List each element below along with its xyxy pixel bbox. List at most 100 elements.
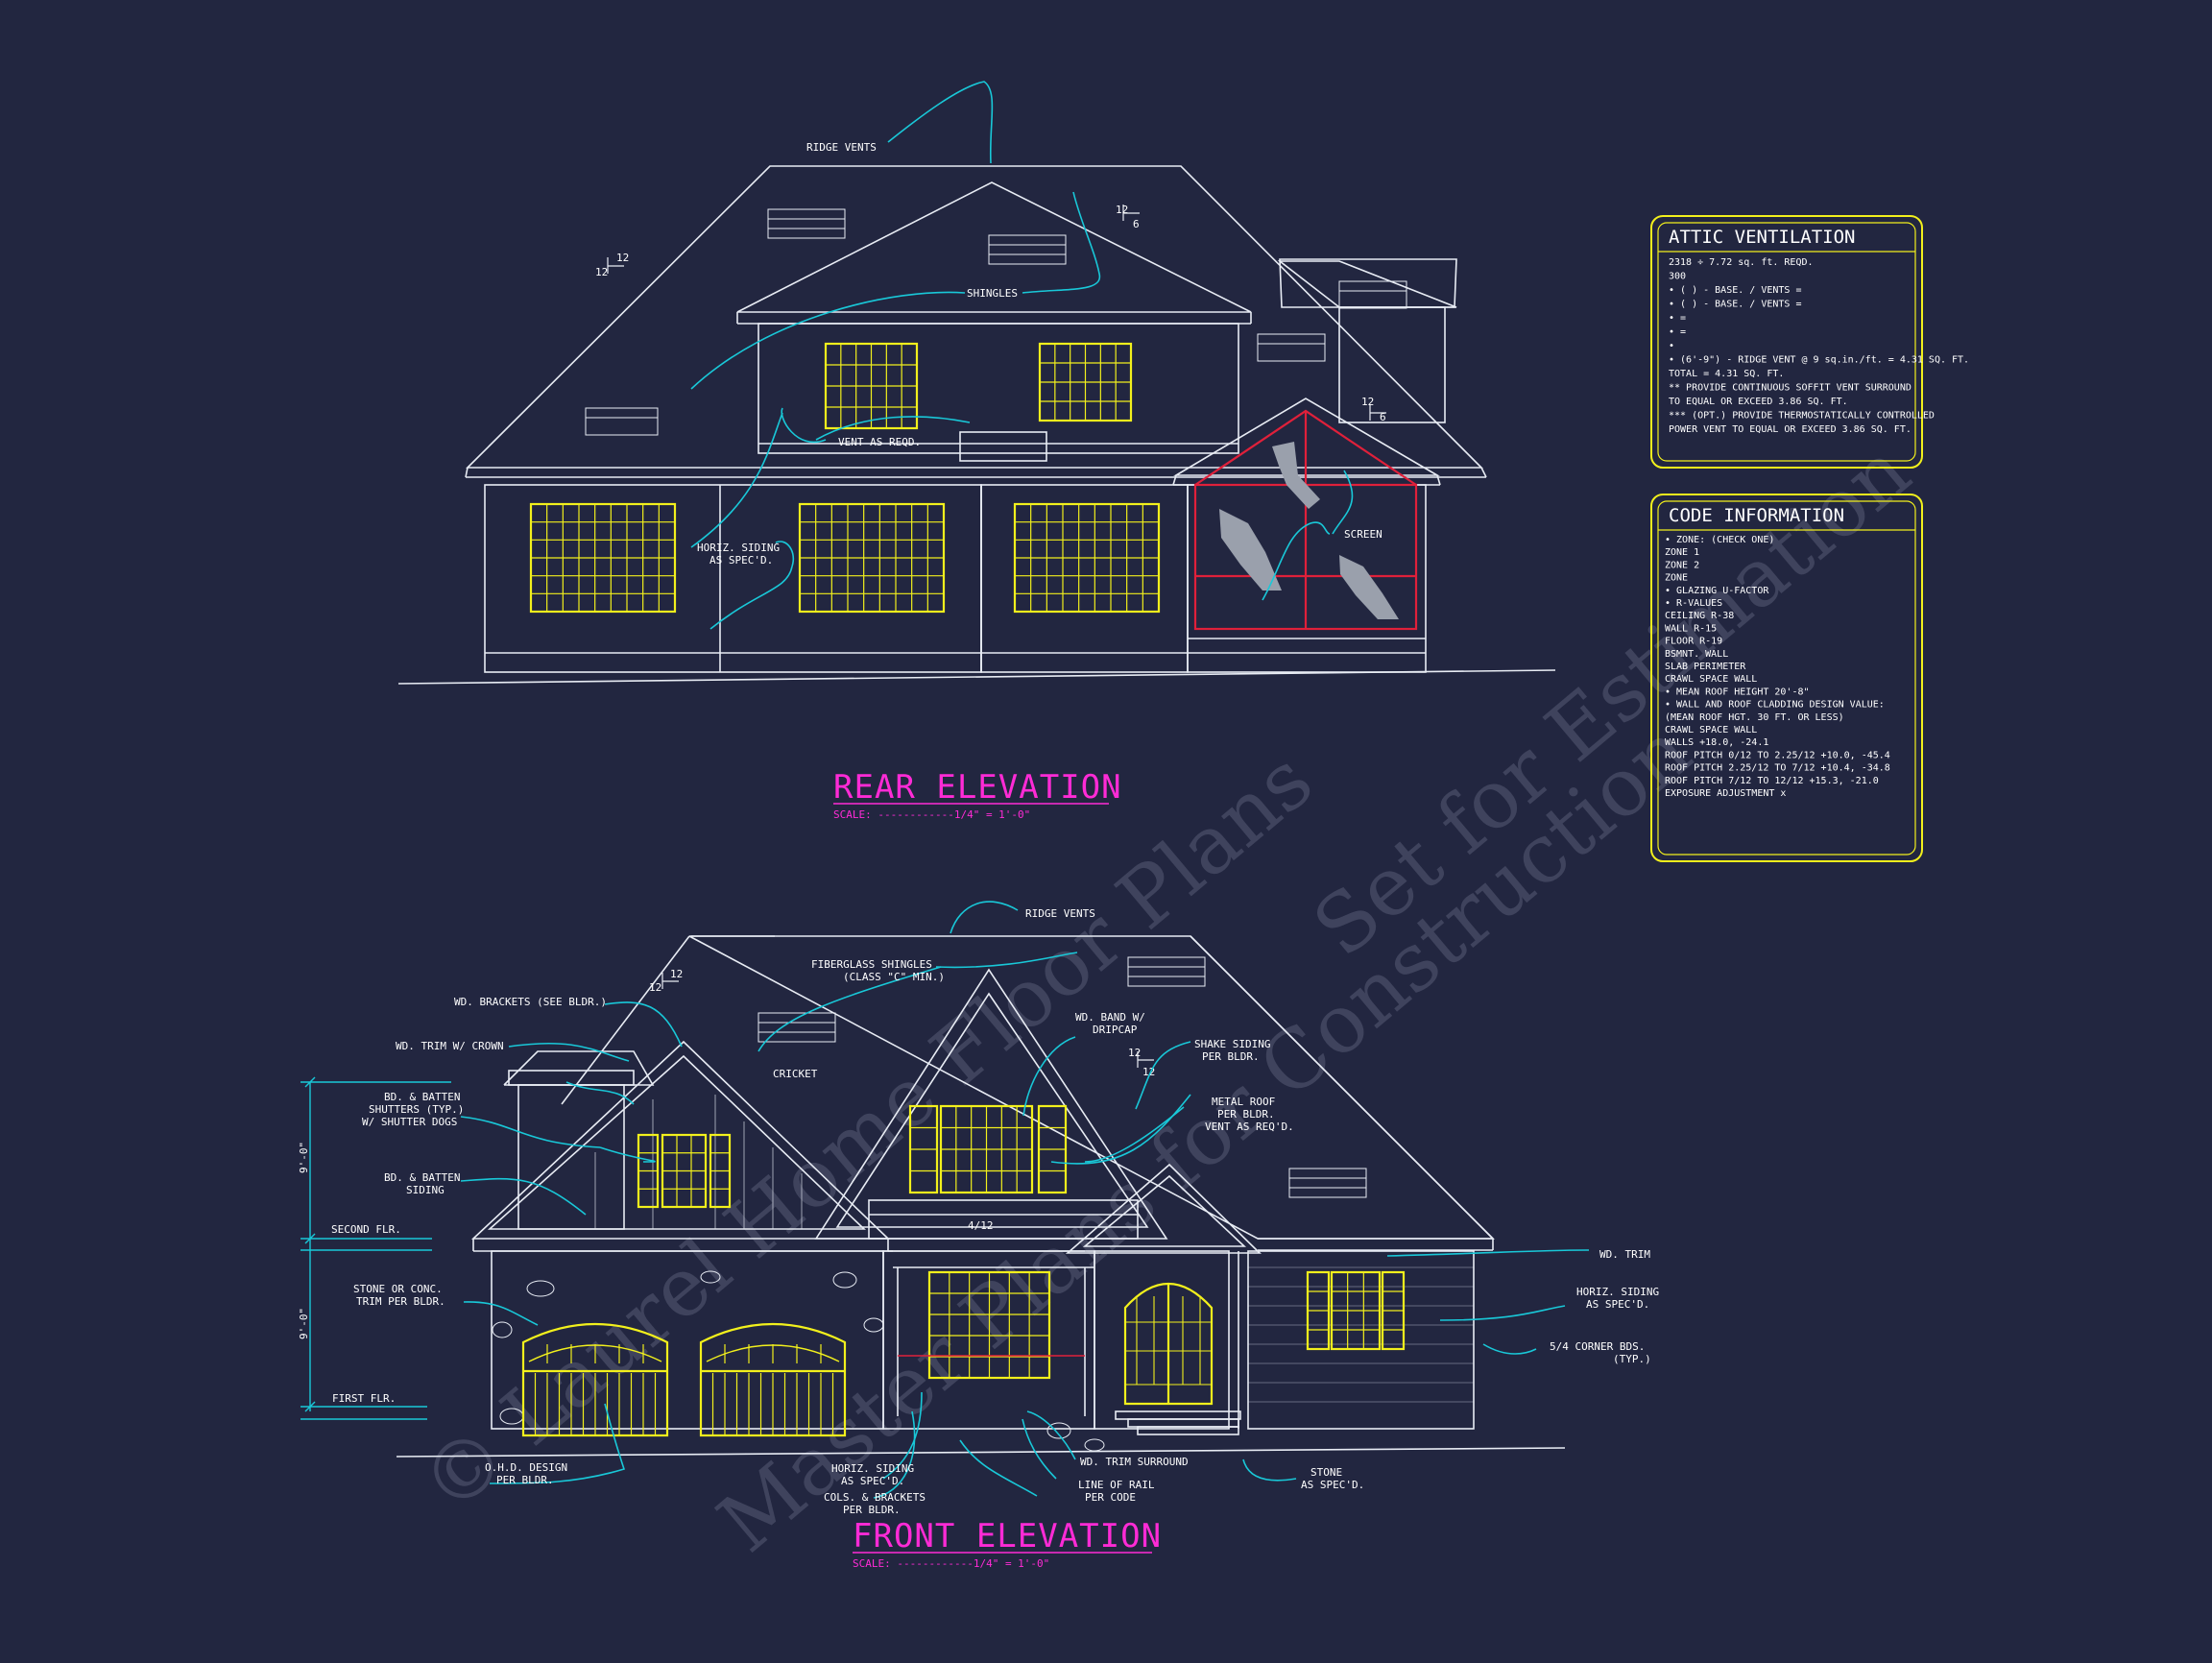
- front-grade-line: [396, 1447, 1566, 1458]
- front-porch-pitch: 4/12: [968, 1219, 994, 1232]
- front-label-wd-trim-crown: WD. TRIM W/ CROWN: [396, 1040, 504, 1052]
- attic-line: TO EQUAL OR EXCEED 3.86 SQ. FT.: [1669, 397, 1848, 407]
- front-entry-wall: [1094, 1250, 1230, 1430]
- rear-elevation: [397, 165, 1556, 685]
- attic-line: *** (OPT.) PROVIDE THERMOSTATICALLY CONT…: [1669, 411, 1935, 422]
- front-label-horiz-siding-r2: AS SPEC'D.: [1586, 1298, 1649, 1311]
- rear-screen-shadows: [1219, 442, 1399, 619]
- front-right-wall: [1247, 1250, 1475, 1430]
- front-label-metal-roof-1: METAL ROOF: [1212, 1096, 1275, 1108]
- front-label-metal-roof-3: VENT AS REQ'D.: [1205, 1121, 1294, 1133]
- front-label-bd-batten-siding-1: BD. & BATTEN: [384, 1171, 460, 1184]
- front-label-horiz-siding-b2: AS SPEC'D.: [841, 1475, 904, 1487]
- front-label-wd-brackets: WD. BRACKETS (SEE BLDR.): [454, 996, 607, 1008]
- code-line: • MEAN ROOF HEIGHT 20'-8": [1665, 687, 1810, 697]
- attic-line: POWER VENT TO EQUAL OR EXCEED 3.86 SQ. F…: [1669, 424, 1911, 435]
- front-label-shake-siding-2: PER BLDR.: [1202, 1050, 1260, 1063]
- front-dim-lower: 9'-0": [298, 1308, 310, 1339]
- front-dim-upper: 9'-0": [298, 1142, 310, 1173]
- code-line: • R-VALUES: [1665, 598, 1722, 609]
- front-porch-gable: [1065, 1163, 1262, 1254]
- rear-label-shingles: SHINGLES: [967, 287, 1018, 300]
- front-label-line-of-rail-1: LINE OF RAIL: [1078, 1479, 1155, 1491]
- front-label-ohd-design-1: O.H.D. DESIGN: [485, 1461, 567, 1474]
- front-label-bd-batten-shutters-1: BD. & BATTEN: [384, 1091, 460, 1103]
- code-line: FLOOR R-19: [1665, 637, 1722, 647]
- code-line: ROOF PITCH 2.25/12 TO 7/12 +10.4, -34.8: [1665, 763, 1890, 774]
- front-label-wd-trim: WD. TRIM: [1599, 1248, 1650, 1261]
- attic-ventilation-panel: ATTIC VENTILATION 2318 ÷ 7.72 sq. ft. RE…: [1650, 215, 1969, 469]
- front-label-cols-brackets-2: PER BLDR.: [843, 1504, 901, 1516]
- rear-side-roof: [1279, 258, 1457, 308]
- front-pitch-left-run: 12: [649, 981, 661, 994]
- code-line: ROOF PITCH 7/12 TO 12/12 +15.3, -21.0: [1665, 776, 1879, 786]
- rear-pitch-symbols: [607, 205, 1386, 421]
- rear-label-vent-as-reqd: VENT AS REQD.: [838, 436, 921, 448]
- code-line: WALLS +18.0, -24.1: [1665, 737, 1768, 748]
- attic-line: • =: [1669, 313, 1686, 324]
- rear-pitch-porch-rise: 12: [1361, 396, 1374, 408]
- front-label-bd-batten-shutters-2: SHUTTERS (TYP.): [369, 1103, 464, 1116]
- attic-line: 2318 ÷ 7.72 sq. ft. REQD.: [1669, 257, 1814, 268]
- code-line: BSMNT. WALL: [1665, 649, 1728, 660]
- front-label-wd-band-2: DRIPCAP: [1093, 1024, 1138, 1036]
- code-line: CRAWL SPACE WALL: [1665, 725, 1757, 735]
- front-label-bd-batten-shutters-3: W/ SHUTTER DOGS: [362, 1116, 457, 1128]
- rear-pitch-porch-run: 6: [1380, 411, 1386, 423]
- front-label-horiz-siding-b1: HORIZ. SIDING: [831, 1462, 914, 1475]
- front-label-fiberglass-2: (CLASS "C" MIN.): [843, 971, 945, 983]
- front-label-stone-trim-2: TRIM PER BLDR.: [356, 1295, 445, 1308]
- front-label-metal-roof-2: PER BLDR.: [1217, 1108, 1275, 1121]
- code-line: CEILING R-38: [1665, 611, 1734, 621]
- front-label-ridge-vents: RIDGE VENTS: [1025, 907, 1095, 920]
- attic-line: • ( ) - BASE. / VENTS =: [1669, 300, 1801, 310]
- code-line: ZONE: [1665, 573, 1688, 584]
- attic-line: •: [1669, 341, 1674, 351]
- rear-upper-dormer-roof: [736, 181, 1252, 313]
- rear-windows: [529, 342, 1161, 614]
- front-label-wd-band-1: WD. BAND W/: [1075, 1011, 1145, 1024]
- code-information-panel: CODE INFORMATION • ZONE: (CHECK ONE) ZON…: [1650, 494, 1923, 862]
- front-label-wd-trim-surround: WD. TRIM SURROUND: [1080, 1456, 1189, 1468]
- code-line: SLAB PERIMETER: [1665, 662, 1746, 672]
- code-line: • WALL AND ROOF CLADDING DESIGN VALUE:: [1665, 700, 1885, 711]
- rear-elevation-scale: SCALE: ------------1/4" = 1'-0": [833, 808, 1030, 821]
- code-line: • GLAZING U-FACTOR: [1665, 586, 1769, 596]
- rear-chimney: [1338, 306, 1446, 423]
- front-label-fiberglass-1: FIBERGLASS SHINGLES: [811, 958, 932, 971]
- front-label-cols-brackets-1: COLS. & BRACKETS: [824, 1491, 926, 1504]
- attic-ventilation-title: ATTIC VENTILATION: [1669, 227, 1855, 248]
- front-windows: [521, 1104, 1406, 1437]
- rear-wall-left: [484, 484, 982, 673]
- front-label-bd-batten-siding-2: SIDING: [406, 1184, 445, 1196]
- rear-upper-dormer-wall: [757, 323, 1239, 454]
- front-label-second-flr: SECOND FLR.: [331, 1223, 401, 1236]
- code-line: • ZONE: (CHECK ONE): [1665, 535, 1774, 545]
- front-label-cricket: CRICKET: [773, 1068, 818, 1080]
- front-pitch-left-rise: 12: [670, 968, 683, 980]
- rear-label-horiz-siding-1: HORIZ. SIDING: [697, 542, 780, 554]
- rear-pitch-upper-run: 6: [1133, 218, 1140, 230]
- attic-line: 300: [1669, 272, 1686, 282]
- front-garage-gable: [470, 1040, 890, 1240]
- rear-main-roof: [466, 165, 1483, 469]
- front-label-stone-spec-1: STONE: [1310, 1466, 1342, 1479]
- code-line: CRAWL SPACE WALL: [1665, 674, 1757, 685]
- rear-leaders: [690, 81, 1354, 630]
- attic-line: ** PROVIDE CONTINUOUS SOFFIT VENT SURROU…: [1669, 383, 1911, 394]
- code-line: WALL R-15: [1665, 623, 1717, 634]
- attic-line: TOTAL = 4.31 SQ. FT.: [1669, 369, 1784, 379]
- code-line: ZONE 2: [1665, 560, 1699, 570]
- rear-wall-mid: [980, 484, 1189, 673]
- rear-pitch-main-run: 12: [595, 266, 608, 278]
- front-label-horiz-siding-r1: HORIZ. SIDING: [1576, 1286, 1659, 1298]
- code-information-lines: • ZONE: (CHECK ONE) ZONE 1 ZONE 2 ZONE• …: [1665, 535, 1890, 799]
- attic-ventilation-lines: 2318 ÷ 7.72 sq. ft. REQD. 300 • ( ) - BASE…: [1669, 257, 1969, 435]
- rear-elevation-title: REAR ELEVATION: [833, 768, 1122, 807]
- front-label-corner-bds-1: 5/4 CORNER BDS.: [1550, 1340, 1645, 1353]
- front-label-stone-spec-2: AS SPEC'D.: [1301, 1479, 1364, 1491]
- front-label-line-of-rail-2: PER CODE: [1085, 1491, 1136, 1504]
- code-line: (MEAN ROOF HGT. 30 FT. OR LESS): [1665, 712, 1844, 723]
- front-dimension-line: [301, 1076, 451, 1420]
- front-label-corner-bds-2: (TYP.): [1613, 1353, 1651, 1365]
